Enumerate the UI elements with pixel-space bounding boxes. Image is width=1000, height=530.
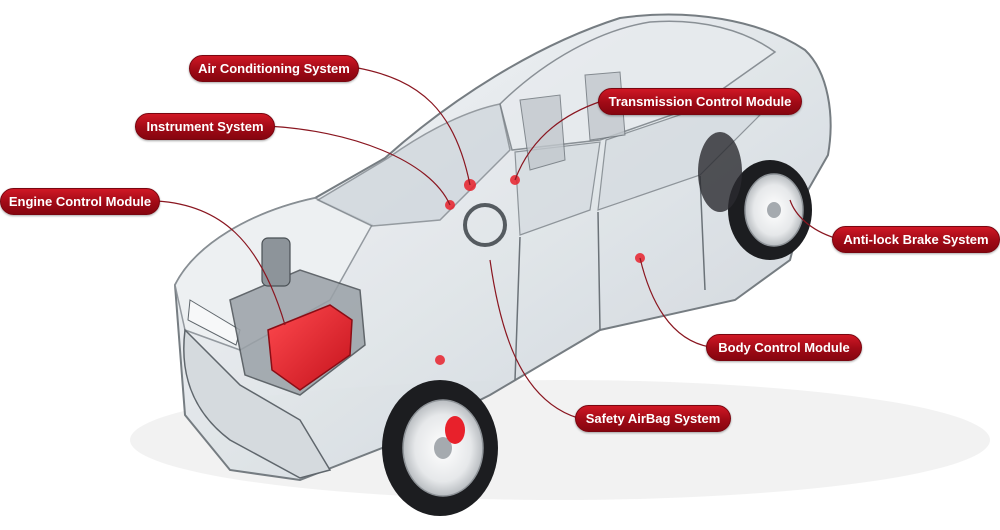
callout-transmission-control-module: Transmission Control Module: [598, 88, 802, 115]
callout-air-conditioning-system: Air Conditioning System: [189, 55, 359, 82]
car-roof: [499, 20, 777, 151]
headlight: [187, 299, 241, 346]
engine-intake: [261, 237, 291, 287]
front-wheel: [382, 380, 498, 516]
steering-wheel: [463, 203, 507, 247]
callout-anti-lock-brake-system: Anti-lock Brake System: [832, 226, 1000, 253]
rear-wheel: [728, 160, 812, 260]
engine-cover-highlight: [267, 304, 353, 391]
front-bumper: [183, 328, 332, 479]
windshield: [316, 103, 511, 227]
door-seams: [514, 175, 706, 381]
callout-engine-control-module: Engine Control Module: [0, 188, 160, 215]
rear-wheel-far: [698, 132, 742, 212]
callout-instrument-system: Instrument System: [135, 113, 275, 140]
callout-safety-airbag-system: Safety AirBag System: [575, 405, 731, 432]
callout-body-control-module: Body Control Module: [706, 334, 862, 361]
leader-lines: [156, 67, 836, 419]
